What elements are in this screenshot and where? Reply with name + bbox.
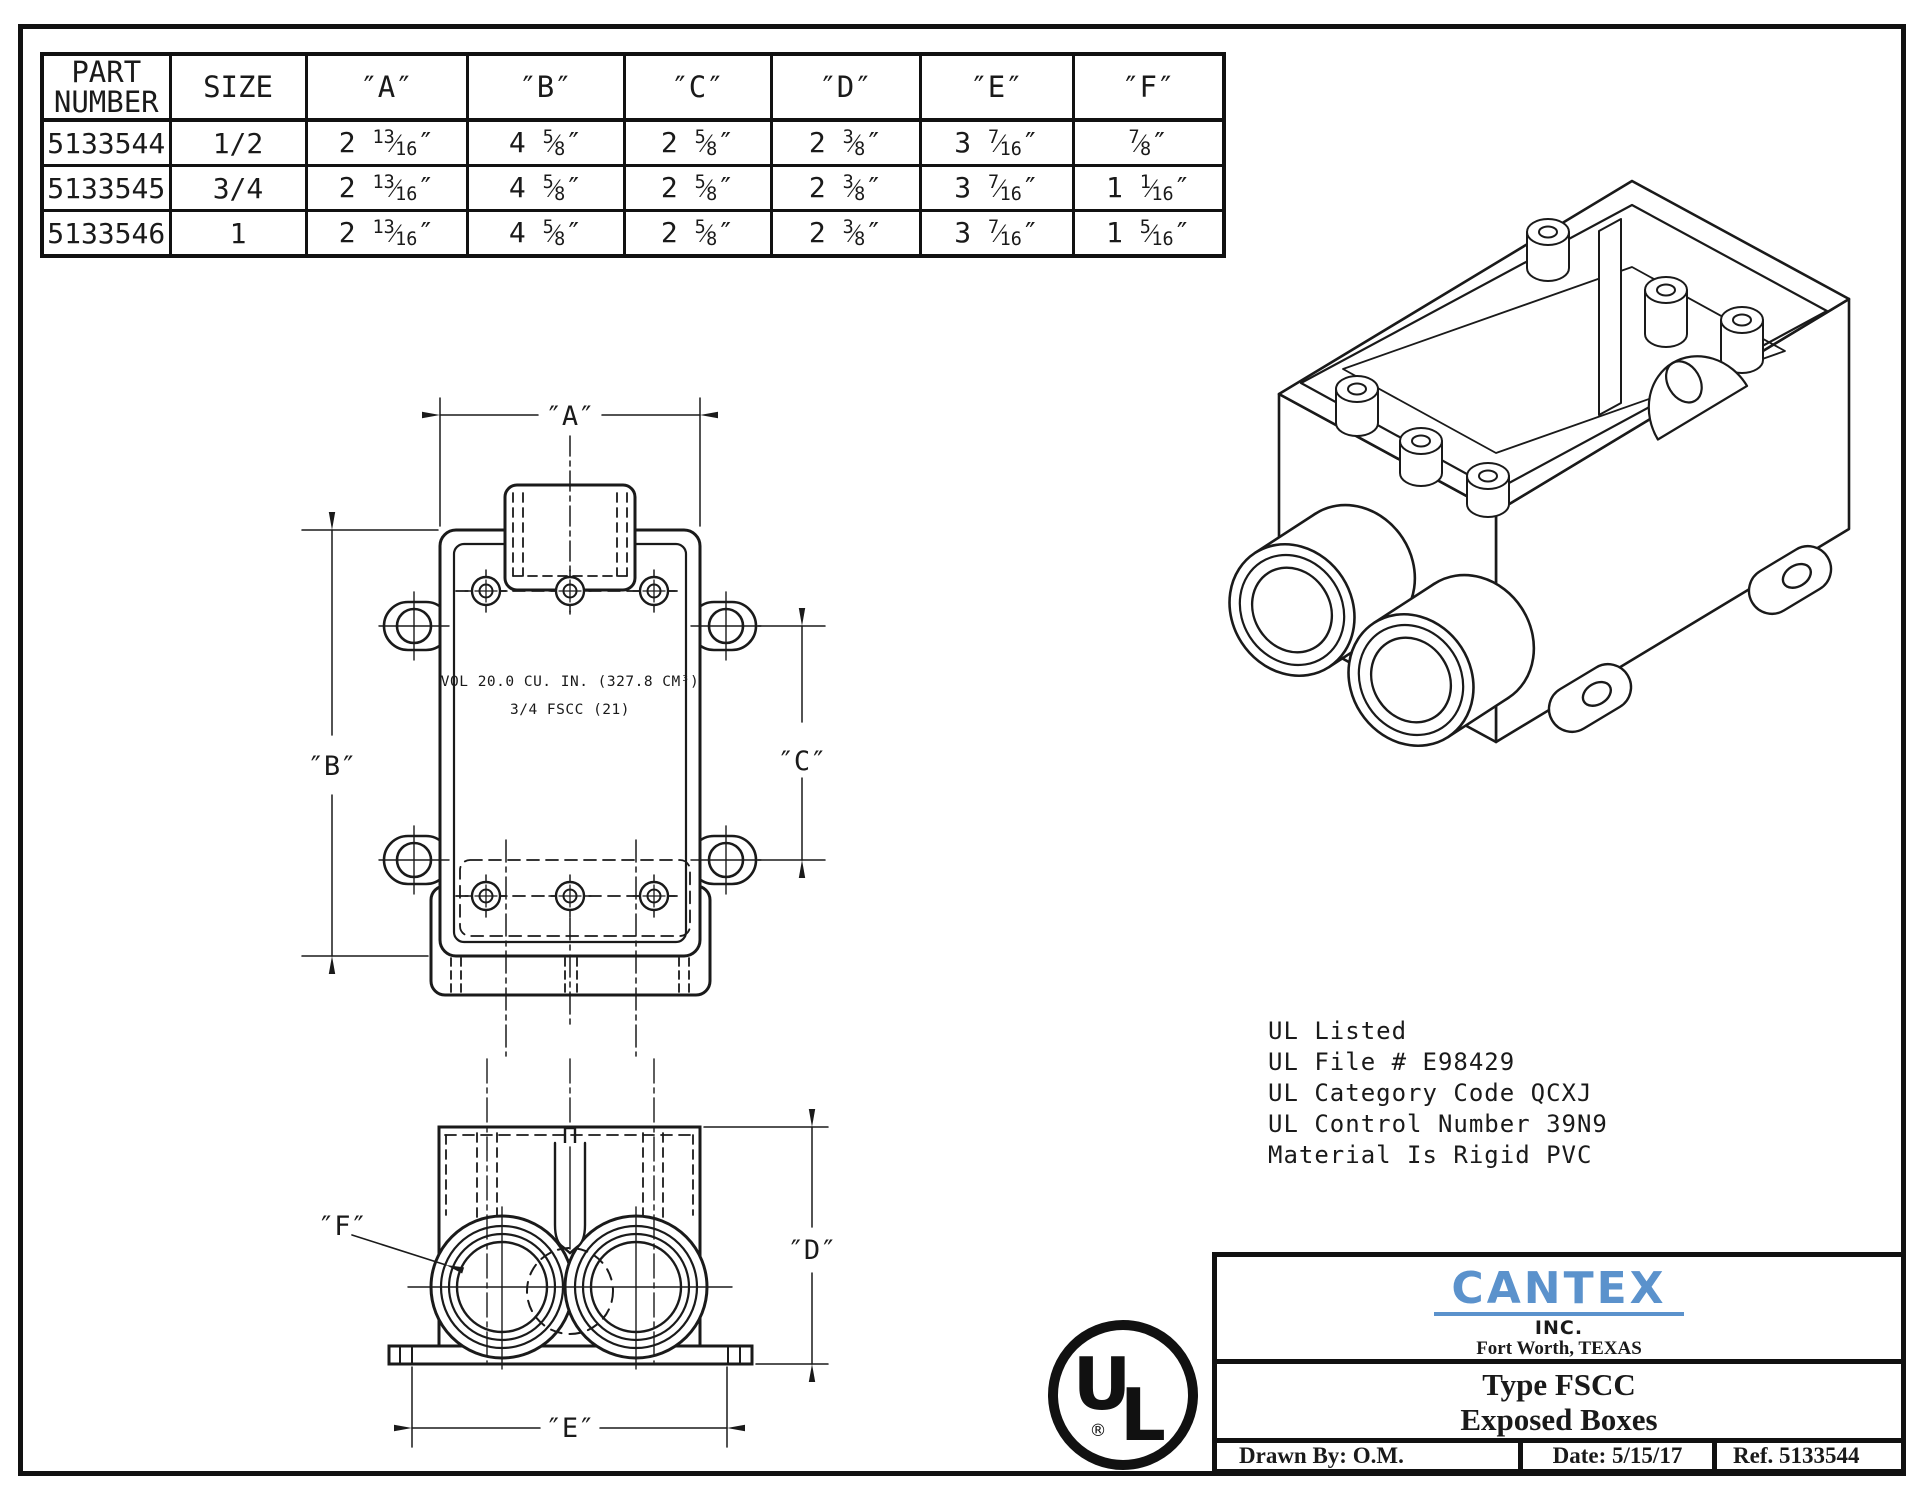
- iso-screw-boss: [1526, 218, 1570, 282]
- dim-f-label: ″F″: [318, 1211, 367, 1242]
- dim-e-label: ″E″: [546, 1413, 595, 1444]
- table-cell: 5133546: [40, 209, 172, 258]
- table-cell: 1: [168, 209, 308, 258]
- table-cell: 1 1⁄16″: [1071, 164, 1226, 212]
- table-cell: 2 3⁄8″: [769, 118, 922, 167]
- table-cell: 4 5⁄8″: [465, 164, 626, 212]
- mount-flange: [387, 1344, 754, 1366]
- ul-note-line: UL Category Code QCXJ: [1268, 1079, 1593, 1107]
- table-cell: 3 7⁄16″: [918, 118, 1075, 167]
- table-cell: 1/2: [168, 118, 308, 167]
- table-cell: 5133545: [40, 164, 172, 212]
- cantex-logo: CANTEX: [1451, 1263, 1667, 1314]
- iso-screw-boss: [1399, 427, 1443, 487]
- ul-logo-u: U: [1073, 1342, 1131, 1426]
- table-cell: 5133544: [40, 118, 172, 167]
- company-location: Fort Worth, TEXAS: [1476, 1338, 1642, 1359]
- table-cell: 2 5⁄8″: [622, 209, 773, 258]
- table-header-cell: ″A″: [304, 52, 469, 122]
- title-block: CANTEX INC. Fort Worth, TEXAS Type FSCC …: [1212, 1252, 1906, 1474]
- table-cell: 3/4: [168, 164, 308, 212]
- iso-hub-saddle: [1647, 355, 1749, 441]
- table-cell: 1 5⁄16″: [1071, 209, 1226, 258]
- table-cell: 3 7⁄16″: [918, 164, 1075, 212]
- ul-note-line: UL Listed: [1268, 1017, 1408, 1045]
- isometric-view-drawing: [1228, 179, 1851, 748]
- table-cell: 4 5⁄8″: [465, 118, 626, 167]
- dim-a-label: ″A″: [546, 401, 595, 432]
- table-header-cell: PART NUMBER: [40, 52, 172, 122]
- table-cell: 4 5⁄8″: [465, 209, 626, 258]
- ul-logo-circle: [1048, 1320, 1198, 1470]
- company-section: CANTEX INC. Fort Worth, TEXAS: [1217, 1257, 1901, 1364]
- volume-marking-line1: VOL 20.0 CU. IN. (327.8 CM³): [441, 674, 699, 690]
- company-suffix: INC.: [1534, 1317, 1584, 1339]
- center-boss: [563, 1126, 577, 1145]
- iso-screw-boss: [1644, 276, 1688, 348]
- iso-mount-tab: [1547, 662, 1633, 734]
- table-cell: 2 13⁄16″: [304, 164, 469, 212]
- table-header-cell: ″D″: [769, 52, 922, 122]
- table-cell: 2 5⁄8″: [622, 164, 773, 212]
- front-view-drawing: ″A″ ″B″ ″C″ VOL 20.0 CU. IN. (327.8 CM³)…: [301, 397, 827, 1057]
- table-header-cell: SIZE: [168, 52, 308, 122]
- ul-logo-registered: ®: [1090, 1421, 1107, 1441]
- table-cell: 2 5⁄8″: [622, 118, 773, 167]
- table-cell: 3 7⁄16″: [918, 209, 1075, 258]
- drawing-title-line2: Exposed Boxes: [1460, 1402, 1658, 1437]
- iso-screw-boss: [1335, 375, 1379, 437]
- bottom-view-drawing: ″F″ ″D″ ″E″: [318, 1058, 837, 1448]
- table-header-cell: ″F″: [1071, 52, 1226, 122]
- page-border: [18, 24, 1906, 1476]
- ul-note-line: Material Is Rigid PVC: [1268, 1141, 1593, 1169]
- knockout-circle: [526, 1247, 614, 1335]
- title-block-footer: Drawn By: O.M. Date: 5/15/17 Ref. 513354…: [1217, 1443, 1901, 1469]
- drawing-title-line1: Type FSCC: [1482, 1367, 1636, 1402]
- iso-conduit-hub: [1228, 503, 1417, 678]
- iso-screw-boss: [1466, 462, 1510, 518]
- date-cell: Date: 5/15/17: [1523, 1443, 1717, 1469]
- table-cell: 7⁄8″: [1071, 118, 1226, 167]
- iso-mount-tab: [1747, 544, 1833, 616]
- cantex-logo-underline: [1434, 1312, 1684, 1316]
- ul-notes: UL Listed UL File # E98429 UL Category Cod…: [1268, 1016, 1608, 1171]
- iso-conduit-hub: [1347, 573, 1536, 748]
- volume-marking-line2: 3/4 FSCC (21): [510, 702, 630, 718]
- table-cell: 2 3⁄8″: [769, 209, 922, 258]
- dim-b-label: ″B″: [308, 751, 357, 782]
- ul-note-line: UL Control Number 39N9: [1268, 1110, 1608, 1138]
- table-header-cell: ″C″: [622, 52, 773, 122]
- table-cell: 2 13⁄16″: [304, 209, 469, 258]
- table-header-cell: ″E″: [918, 52, 1075, 122]
- ul-logo-l: L: [1120, 1373, 1166, 1457]
- table-header-cell: ″B″: [465, 52, 626, 122]
- ul-note-line: UL File # E98429: [1268, 1048, 1516, 1076]
- table-cell: 2 3⁄8″: [769, 164, 922, 212]
- drawn-by-cell: Drawn By: O.M.: [1217, 1443, 1523, 1469]
- dim-d-label: ″D″: [788, 1235, 837, 1266]
- ref-cell: Ref. 5133544: [1733, 1443, 1860, 1468]
- ul-logo: U L ®: [1048, 1320, 1198, 1470]
- table-cell: 2 13⁄16″: [304, 118, 469, 167]
- iso-corner-rib: [1598, 218, 1622, 416]
- dim-c-label: ″C″: [778, 746, 827, 777]
- iso-screw-boss: [1720, 306, 1764, 374]
- drawing-title-section: Type FSCC Exposed Boxes: [1217, 1364, 1901, 1443]
